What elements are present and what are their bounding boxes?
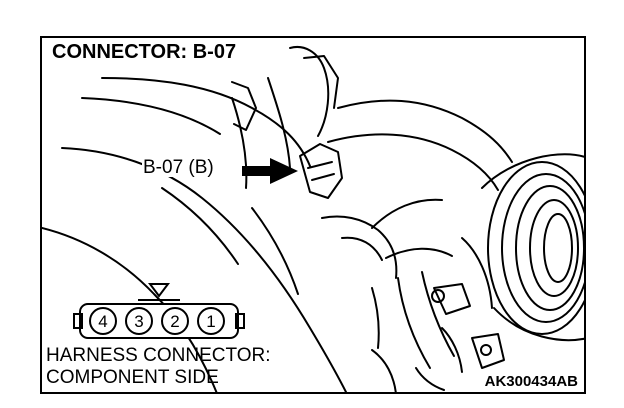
connector-pin: 4: [98, 312, 108, 331]
connector-callout-label: B-07 (B): [142, 157, 215, 178]
harness-connector-label: HARNESS CONNECTOR:: [46, 345, 271, 366]
callout-arrow-icon: [242, 158, 298, 184]
diagram-frame: CONNECTOR: B-07 B-07 (B) 4 3 2 1 HARNESS…: [40, 36, 586, 394]
figure-code: AK300434AB: [484, 373, 578, 390]
connector-pin: 1: [206, 312, 216, 331]
harness-connector-icon: [73, 283, 245, 339]
connector-pin: 3: [134, 312, 144, 331]
component-side-label: COMPONENT SIDE: [46, 367, 219, 388]
connector-pin: 2: [170, 312, 180, 331]
diagram-title: CONNECTOR: B-07: [50, 41, 239, 63]
engine-illustration: [42, 46, 584, 392]
